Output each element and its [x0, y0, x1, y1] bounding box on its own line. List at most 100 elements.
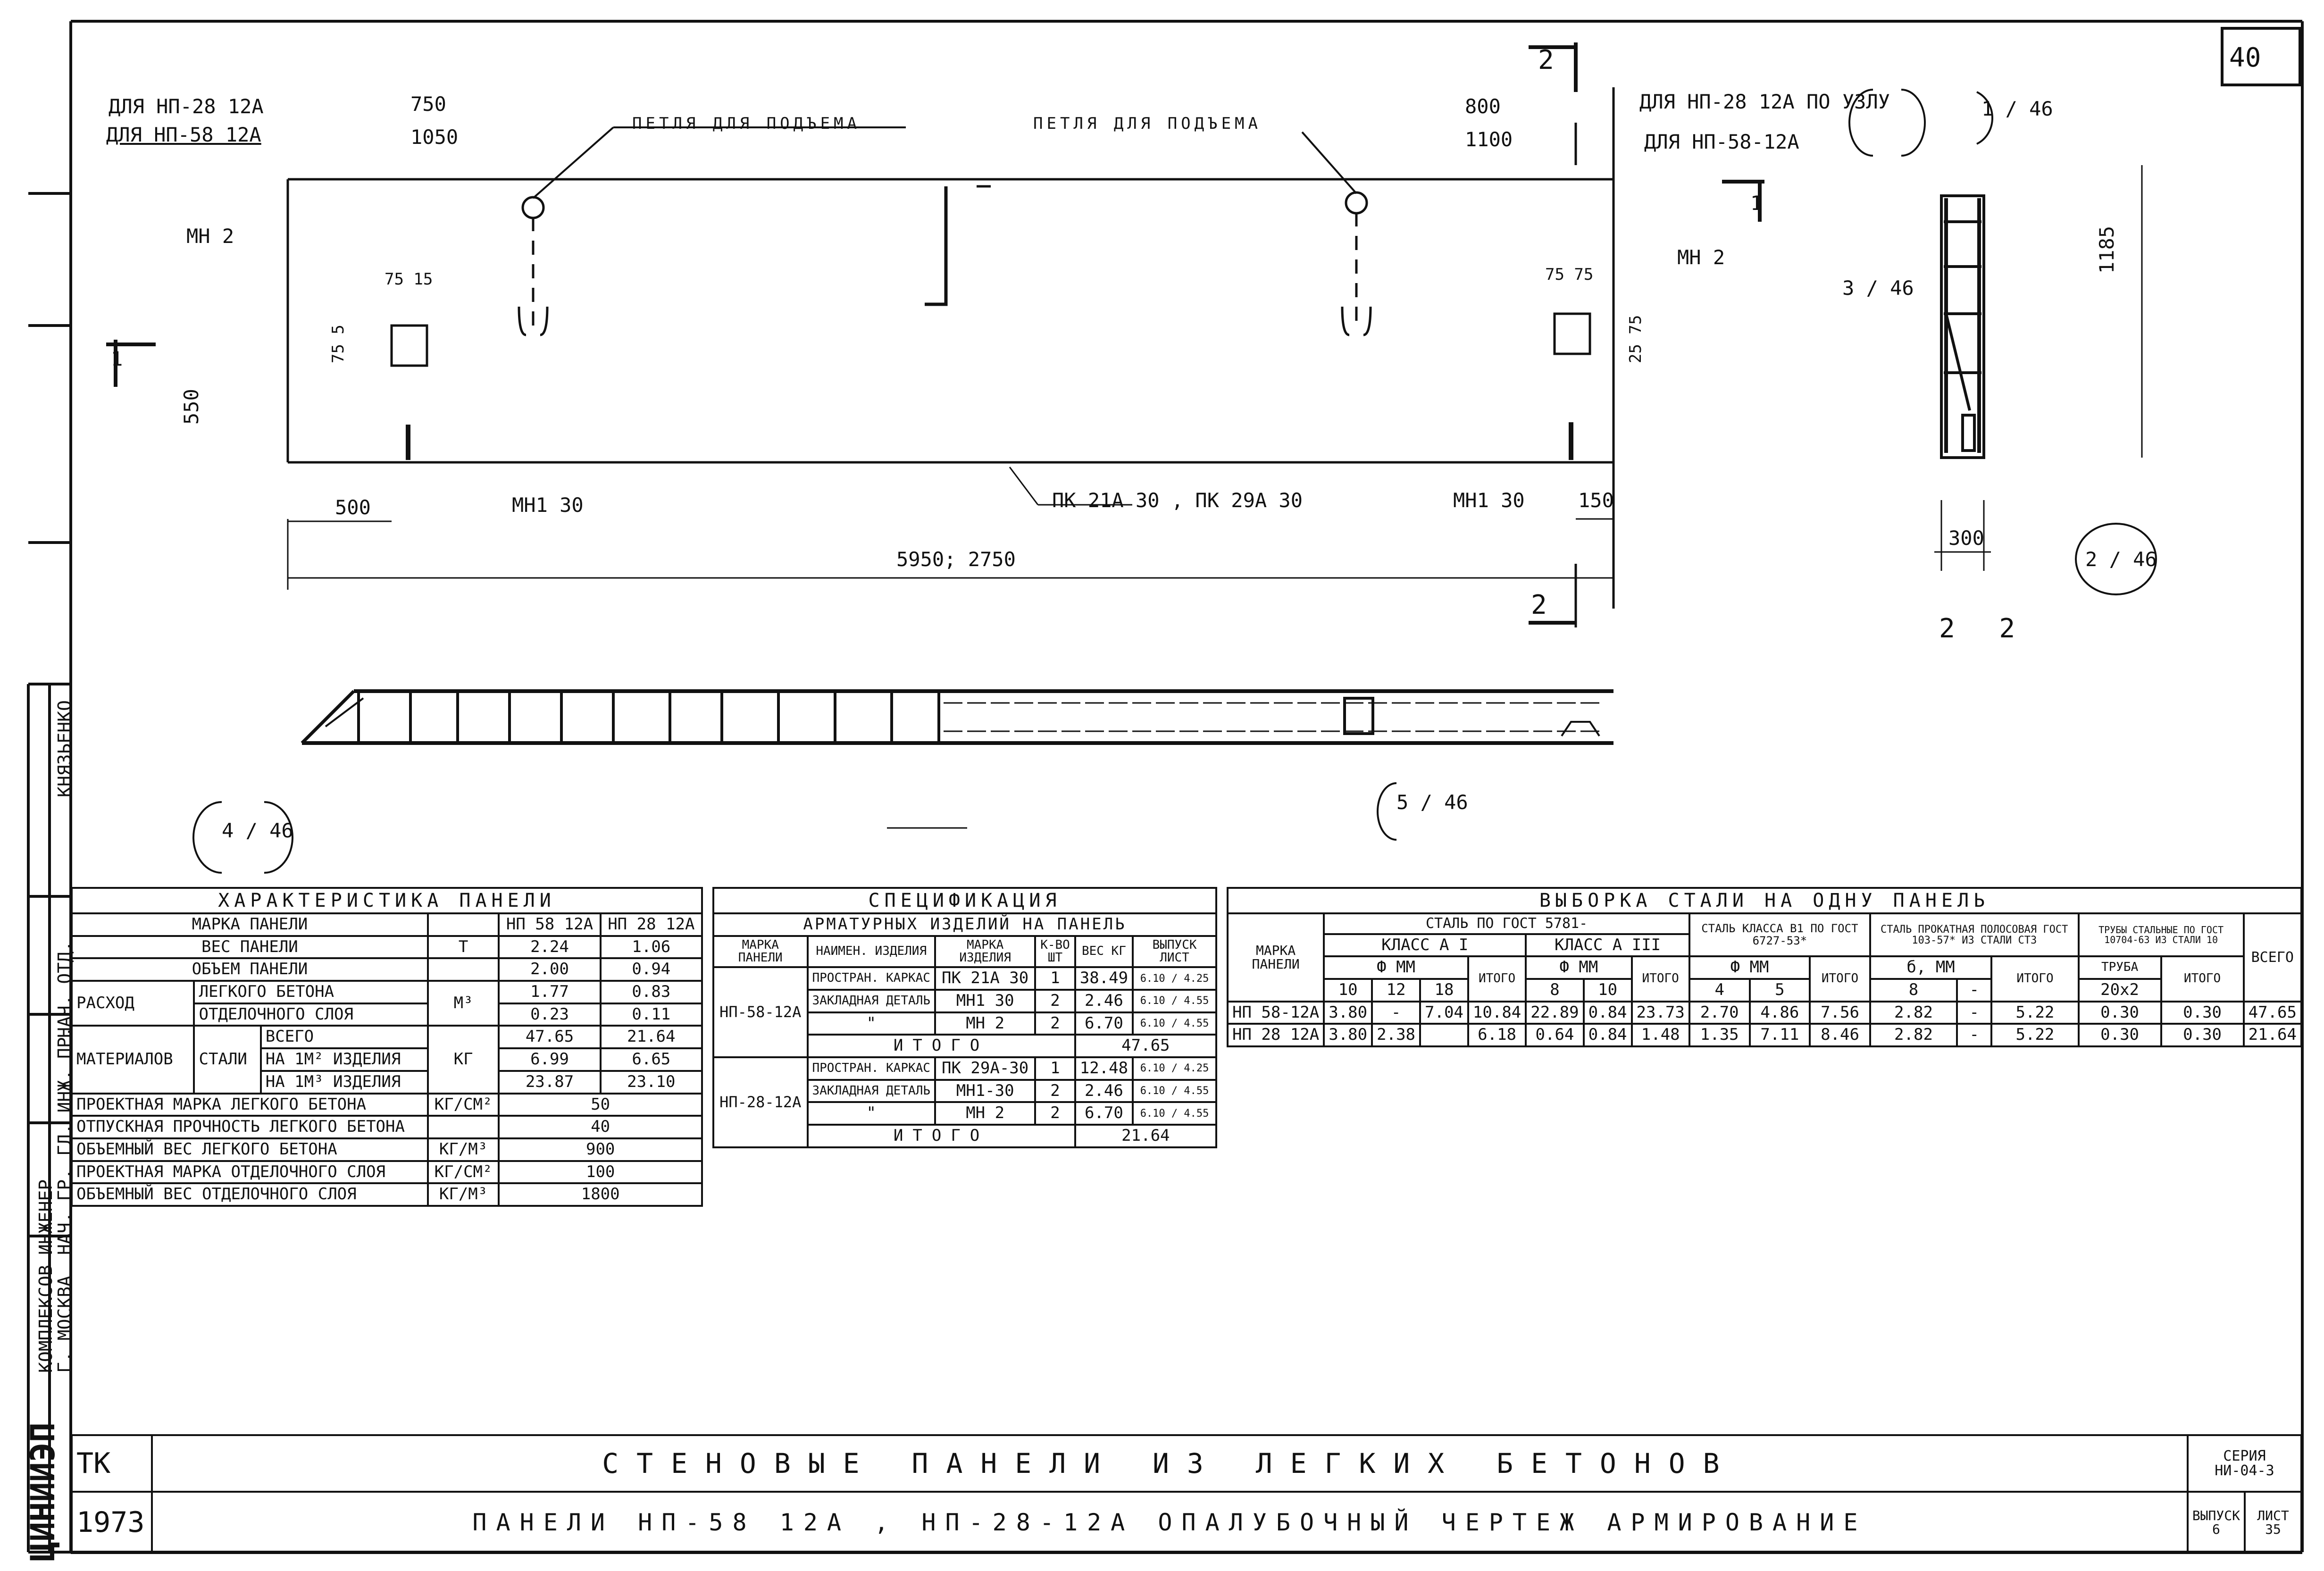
spec-item-mark: МН1 30 — [934, 988, 1037, 1013]
steel-row-mark: НП 58-12А — [1226, 1000, 1325, 1025]
panel-characteristics-table: ХАРАКТЕРИСТИКА ПАНЕЛИ МАРКА ПАНЕЛИ НП 58… — [70, 887, 703, 1207]
spec-weight: 2.46 — [1074, 988, 1134, 1013]
unit-cell: КГ — [426, 1025, 500, 1095]
dim-500: 500 — [335, 496, 371, 519]
mn2-label-right: МН 2 — [1677, 246, 1725, 269]
steel-sub-header: 8 — [1869, 978, 1958, 1003]
steel-pipe-label: ТРУБА — [2077, 955, 2162, 980]
steel-sub-header: 20x2 — [2077, 978, 2162, 1003]
pk-label: ПК 21А 30 , ПК 29А 30 — [1052, 489, 1303, 512]
spec-total-value: 47.65 — [1074, 1034, 1218, 1059]
value-cell: 23.10 — [599, 1070, 703, 1095]
unit-cell: КГ/М³ — [426, 1137, 500, 1162]
steel-group-b1: СТАЛЬ КЛАССА В1 ПО ГОСТ 6727-53* — [1688, 912, 1871, 958]
steel-sub-header: 5 — [1748, 978, 1811, 1003]
steel-total-label: ВСЕГО — [259, 1025, 429, 1050]
steel-cell: - — [1956, 1000, 1993, 1025]
value-cell: 0.23 — [498, 1002, 602, 1027]
spec-panel-mark: НП-58-12А — [712, 966, 809, 1059]
section-2-2 — [1934, 165, 2143, 571]
spec-title-1: СПЕЦИФИКАЦИЯ — [712, 887, 1217, 914]
lifting-loop-label-2: ПЕТЛЯ ДЛЯ ПОДЪЕМА — [1033, 114, 1262, 133]
steel-cell: 22.89 — [1525, 1000, 1585, 1025]
steel-itogo: ИТОГО — [1630, 955, 1690, 1003]
spec-sheet: 6.10 / 4.55 — [1132, 1078, 1217, 1103]
page-number-box — [2221, 27, 2301, 86]
steel-cell: 1.35 — [1688, 1023, 1751, 1047]
mn2-label-left: МН 2 — [186, 225, 234, 248]
steel-cell: 0.64 — [1525, 1023, 1585, 1047]
node-ref-4-46: 4 / 46 — [222, 819, 293, 842]
steel-sub-header: 18 — [1419, 978, 1469, 1003]
spec-qty: 2 — [1034, 1101, 1076, 1126]
stamp-org: ЦИНИИЭП — [24, 1422, 62, 1562]
spec-total-label: ИТОГО — [806, 1124, 1076, 1148]
row-label: ОБЪЕМ ПАНЕЛИ — [71, 957, 429, 982]
spec-weight: 38.49 — [1074, 966, 1134, 991]
spec-qty: 2 — [1034, 1078, 1076, 1103]
steel-phi-mm: Ф ММ — [1323, 955, 1469, 980]
stamp-signature: КНЯЗЬЕНКО — [54, 700, 75, 797]
spec-header: К-ВО ШТ — [1034, 935, 1076, 969]
mn130-label-left: МН1 30 — [512, 493, 584, 517]
prop-label: ОТПУСКНАЯ ПРОЧНОСТЬ ЛЕГКОГО БЕТОНА — [71, 1115, 429, 1139]
steel-cell: 3.80 — [1323, 1023, 1373, 1047]
dim-800: 800 — [1465, 95, 1501, 118]
value-cell: 23.87 — [498, 1070, 602, 1095]
spec-item-mark: МН1-30 — [934, 1078, 1037, 1103]
steel-cell: 7.56 — [1809, 1000, 1871, 1025]
value-cell: 6.65 — [599, 1047, 703, 1072]
steel-cell: 2.38 — [1371, 1023, 1421, 1047]
steel-cell: 7.11 — [1748, 1023, 1811, 1047]
steel-sub-header: 10 — [1323, 978, 1373, 1003]
steel-itogo: ИТОГО — [1990, 955, 2080, 1003]
page-number: 40 — [2229, 42, 2261, 73]
value-cell: НП 28 12А — [599, 912, 703, 937]
steel-cell: 0.84 — [1582, 1000, 1633, 1025]
value-cell: 0.11 — [599, 1002, 703, 1027]
series-value: НИ-04-3 — [2215, 1462, 2274, 1479]
value-cell: 0.83 — [599, 980, 703, 1004]
overall-dimension: 5950; 2750 — [896, 548, 1016, 571]
spec-qty: 1 — [1034, 966, 1076, 991]
prop-value: 100 — [498, 1160, 703, 1185]
steel-cell: 10.84 — [1467, 1000, 1527, 1025]
spec-sheet: 6.10 / 4.25 — [1132, 1056, 1217, 1081]
value-cell: НП 58 12А — [498, 912, 602, 937]
spec-item-name: ПРОСТРАН. КАРКАС — [806, 966, 936, 991]
spec-sheet: 6.10 / 4.55 — [1132, 1011, 1217, 1036]
dim-75-5: 75 5 — [329, 325, 348, 363]
row-label: МАРКА ПАНЕЛИ — [71, 912, 429, 937]
title-block-sheet: ЛИСТ 35 — [2244, 1491, 2302, 1554]
spec-item-mark: МН 2 — [934, 1101, 1037, 1126]
steel-cell: 21.64 — [2242, 1023, 2303, 1047]
steel-cell: 6.18 — [1467, 1023, 1527, 1047]
title-block-year: 1973 — [71, 1491, 153, 1554]
title-block-issue: ВЫПУСК 6 — [2186, 1491, 2246, 1554]
section-2-2-title: 2 2 — [1939, 613, 2030, 644]
steel-m2-label: НА 1М² ИЗДЕЛИЯ — [259, 1047, 429, 1072]
note-right-np58: ДЛЯ НП-58-12А — [1644, 130, 1799, 153]
value-cell: 0.94 — [599, 957, 703, 982]
steel-phi-mm: Ф ММ — [1525, 955, 1633, 980]
spec-qty: 2 — [1034, 988, 1076, 1013]
steel-itogo: ИТОГО — [1809, 955, 1871, 1003]
title-block-title: СТЕНОВЫЕ ПАНЕЛИ ИЗ ЛЕГКИХ БЕТОНОВ — [151, 1434, 2189, 1493]
spec-item-name: ЗАКЛАДНАЯ ДЕТАЛЬ — [806, 1078, 936, 1103]
steel-cell: 4.86 — [1748, 1000, 1811, 1025]
spec-weight: 2.46 — [1074, 1078, 1134, 1103]
spec-item-name: " — [806, 1011, 936, 1036]
dim-1185: 1185 — [2095, 226, 2118, 274]
spec-weight: 12.48 — [1074, 1056, 1134, 1081]
steel-class-a1: КЛАСС А I — [1323, 933, 1527, 958]
title-block: ТК СТЕНОВЫЕ ПАНЕЛИ ИЗ ЛЕГКИХ БЕТОНОВ СЕР… — [71, 1434, 2303, 1554]
unit-cell: КГ/СМ² — [426, 1092, 500, 1117]
unit-cell: Т — [426, 935, 500, 960]
dim-150: 150 — [1578, 489, 1614, 512]
steel-cell: 0.84 — [1582, 1023, 1633, 1047]
spec-weight: 6.70 — [1074, 1101, 1134, 1126]
unit-cell: КГ/СМ² — [426, 1160, 500, 1185]
stamp-inzhener: ИНЖЕНЕР — [35, 1179, 56, 1255]
steel-cell: 2.70 — [1688, 1000, 1751, 1025]
